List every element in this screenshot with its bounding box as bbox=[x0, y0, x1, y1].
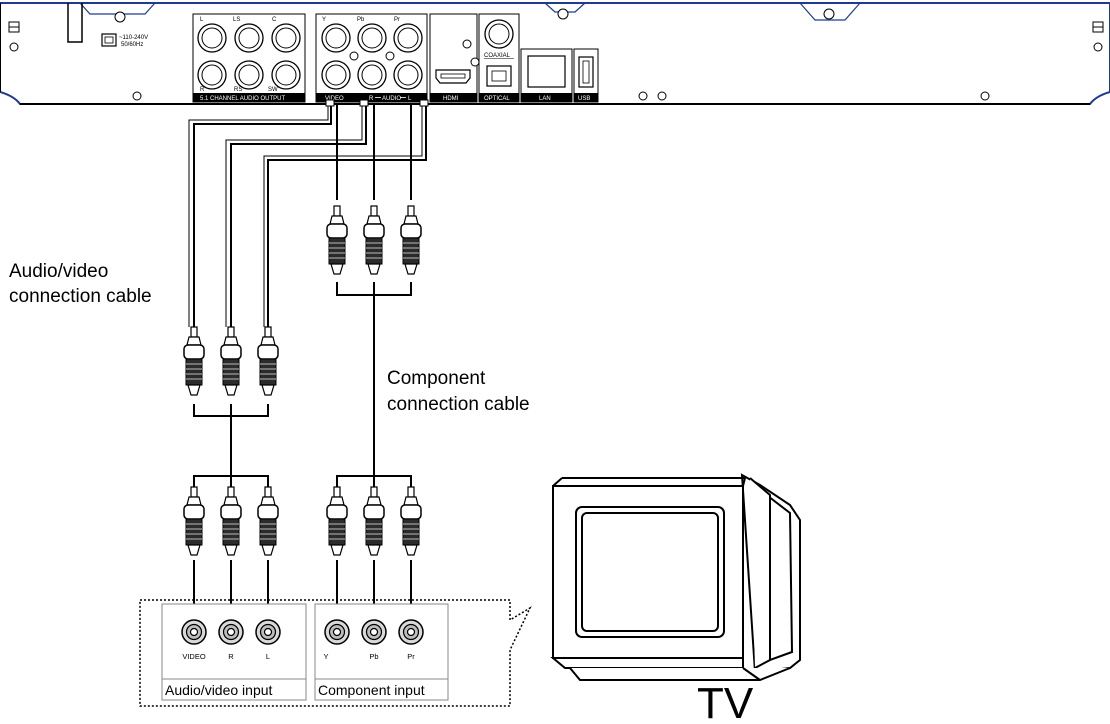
lan-label: LAN bbox=[539, 96, 551, 102]
lan-port: LAN bbox=[520, 48, 573, 103]
av-plugs-lower bbox=[183, 486, 279, 556]
surround-title: 5.1 CHANNEL AUDIO OUTPUT bbox=[200, 96, 285, 102]
component-connection-cable bbox=[336, 104, 412, 625]
component-plugs-upper bbox=[326, 205, 422, 275]
panel-plug-tips bbox=[325, 99, 429, 107]
av-plugs-upper bbox=[183, 326, 279, 396]
tv-input-panel: VIDEO R L Y Pb Pr Audio/video input Comp… bbox=[139, 599, 532, 707]
strip-video: VIDEO bbox=[325, 96, 344, 102]
tv-jack-pb bbox=[361, 619, 387, 645]
jack-label-sw: SW bbox=[268, 87, 278, 93]
tv-set bbox=[550, 473, 801, 681]
av-input-title: Audio/video input bbox=[165, 682, 273, 698]
player-back-panel: ~110-240V 50/60Hz L LS C R RS SW 5.1 CHA… bbox=[0, 2, 1110, 105]
tv-jack-label-y: Y bbox=[323, 652, 328, 661]
usb-label: USB bbox=[578, 96, 590, 102]
av-cable-label-line1: Audio/video bbox=[9, 261, 108, 282]
jack-label-r: R bbox=[200, 87, 205, 93]
component-cable-label-line2: connection cable bbox=[387, 394, 530, 415]
panel-jack-pb: Pb bbox=[357, 17, 365, 23]
tv-jack-pr bbox=[398, 619, 424, 645]
coaxial-label: COAXIAL bbox=[484, 53, 511, 59]
tv-jack-y bbox=[324, 619, 350, 645]
power-label: ~110-240V bbox=[119, 35, 148, 41]
av-component-output: Y Pb Pr VIDEO R AUDIO L bbox=[315, 13, 428, 103]
hdmi-label: HDMI bbox=[443, 96, 459, 102]
optical-label: OPTICAL bbox=[484, 96, 510, 102]
av-cable-label-line2: connection cable bbox=[9, 286, 152, 307]
panel-jack-pr: Pr bbox=[394, 17, 400, 23]
tv-jack-r bbox=[218, 619, 244, 645]
component-input-title: Component input bbox=[318, 682, 425, 698]
jack-label-rs: RS bbox=[234, 87, 242, 93]
jack-label-l: L bbox=[200, 17, 204, 23]
tv-jack-video bbox=[181, 619, 207, 645]
digital-audio-output: COAXIAL OPTICAL bbox=[470, 13, 520, 103]
tv-jack-label-l: L bbox=[266, 652, 270, 661]
tv-jack-label-r: R bbox=[228, 652, 234, 661]
tv-jack-label-pb: Pb bbox=[369, 652, 378, 661]
diagram-labels: Audio/video connection cable Component c… bbox=[9, 261, 754, 724]
tv-jack-l bbox=[255, 619, 281, 645]
component-plugs-lower bbox=[326, 486, 422, 556]
power-label-freq: 50/60Hz bbox=[121, 42, 143, 48]
jack-label-ls: LS bbox=[233, 17, 240, 23]
jack-label-c: C bbox=[272, 17, 277, 23]
usb-port: USB bbox=[573, 48, 599, 103]
strip-r: R bbox=[369, 96, 374, 102]
hdmi-port: HDMI bbox=[429, 13, 478, 103]
tv-label: TV bbox=[697, 679, 754, 724]
tv-jack-label-pr: Pr bbox=[407, 652, 415, 661]
component-cable-label-line1: Component bbox=[387, 368, 486, 389]
tv-jack-label-video: VIDEO bbox=[182, 652, 206, 661]
strip-l: L bbox=[408, 96, 412, 102]
panel-jack-y: Y bbox=[322, 17, 326, 23]
strip-audio: AUDIO bbox=[382, 96, 401, 102]
av-connection-cable bbox=[188, 104, 427, 625]
surround-audio-output: L LS C R RS SW 5.1 CHANNEL AUDIO OUTPUT bbox=[192, 13, 306, 103]
